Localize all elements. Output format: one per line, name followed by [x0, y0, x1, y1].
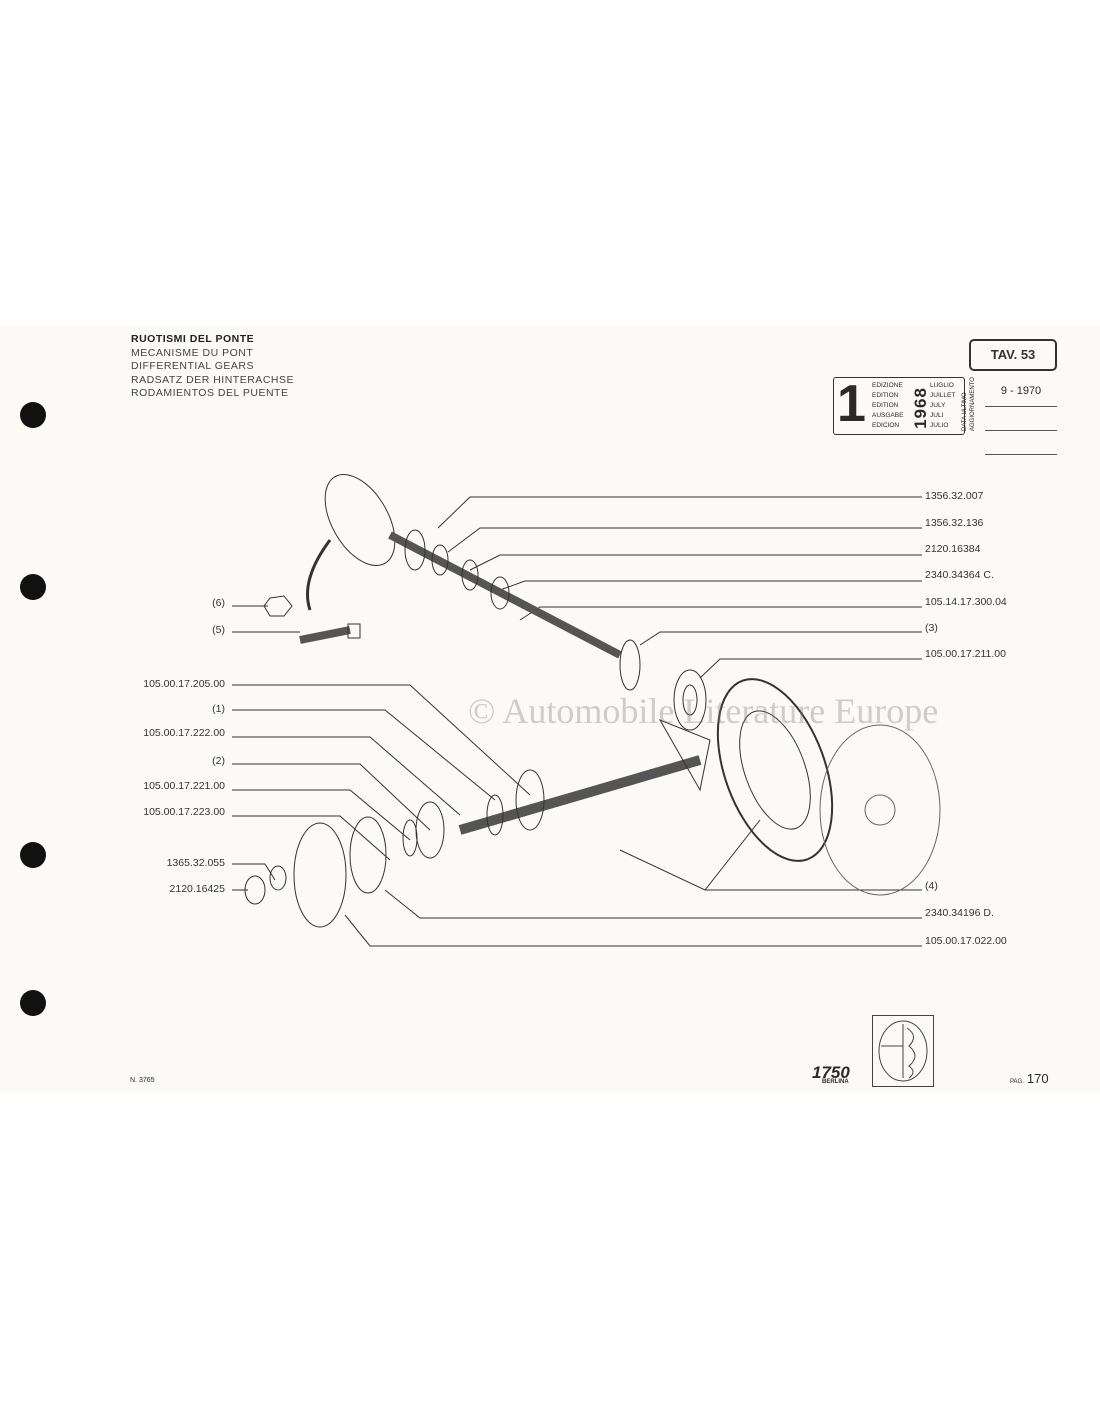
- part-label: (5): [212, 624, 225, 636]
- title-es: RODAMIENTOS DEL PUENTE: [131, 387, 289, 399]
- document-number: N. 3765: [130, 1077, 155, 1084]
- title-it: RUOTISMI DEL PONTE: [131, 333, 255, 345]
- title-en: DIFFERENTIAL GEARS: [131, 360, 254, 372]
- binder-hole: [20, 402, 46, 428]
- table-reference: TAV. 53: [969, 339, 1057, 371]
- part-label: 105.00.17.221.00: [143, 780, 225, 792]
- ring-gear: [716, 678, 834, 862]
- emblem-icon: [878, 1020, 928, 1082]
- part-label: (4): [925, 880, 938, 892]
- watermark: © Automobile Literature Europe: [468, 691, 939, 731]
- pinion-shaft: [244, 719, 711, 928]
- part-label: (3): [925, 622, 938, 634]
- model-name: 1750: [812, 1063, 850, 1082]
- edition-box: 1 EDIZIONE EDITION EDITION AUSGABE EDICI…: [833, 375, 965, 435]
- title-de: RADSATZ DER HINTERACHSE: [131, 373, 294, 386]
- update-line: [985, 407, 1057, 431]
- bearings: [619, 639, 707, 731]
- update-line: [985, 431, 1057, 455]
- part-label: (6): [212, 597, 225, 609]
- update-date: 9 - 1970: [985, 383, 1057, 407]
- page-value: 170: [1026, 1071, 1049, 1086]
- model-sub: BERLINA: [822, 1079, 849, 1085]
- page-prefix: PAG.: [1010, 1079, 1024, 1085]
- part-label: 105.00.17.211.00: [925, 648, 1006, 660]
- nut-bolt: [263, 595, 361, 644]
- edition-month: JULY: [930, 402, 946, 409]
- part-label: 105.00.17.222.00: [143, 727, 225, 739]
- part-label: 1365.32.055: [166, 857, 225, 869]
- binder-hole: [20, 990, 46, 1016]
- edition-month: JULI: [930, 412, 944, 419]
- edition-label: EDITION: [872, 402, 899, 409]
- part-label: 2120.16425: [169, 883, 225, 895]
- leader-lines: [232, 496, 922, 947]
- edition-month: LUGLIO: [930, 382, 954, 389]
- part-label: 105.14.17.300.04: [925, 596, 1007, 608]
- part-label: (1): [212, 703, 225, 715]
- part-label: 1356.32.136: [925, 517, 984, 529]
- edition-month: JUILLET: [930, 392, 956, 399]
- edition-number: 1: [837, 375, 866, 433]
- section-titles: RUOTISMI DEL PONTE MECANISME DU PONT DIF…: [131, 333, 294, 401]
- edition-labels: EDIZIONE EDITION EDITION AUSGABE EDICION: [872, 381, 903, 431]
- part-label: 105.00.17.205.00: [143, 678, 225, 690]
- edition-label: EDITION: [872, 392, 899, 399]
- part-label: 2340.34364 C.: [925, 569, 994, 581]
- binder-hole: [20, 842, 46, 868]
- edition-month: JULIO: [930, 422, 949, 429]
- differential-case: [819, 724, 941, 896]
- catalog-page: [0, 325, 1100, 1093]
- brand-emblem: [872, 1015, 934, 1087]
- part-label: 1356.32.007: [925, 490, 984, 502]
- part-label: 2340.34196 D.: [925, 907, 994, 919]
- edition-label: EDIZIONE: [872, 382, 903, 389]
- update-dates: 9 - 1970: [985, 383, 1057, 455]
- part-label: 2120.16384: [925, 543, 981, 555]
- page-number: PAG.170: [1010, 1071, 1052, 1086]
- part-label: 105.00.17.223.00: [143, 806, 225, 818]
- part-label: 105.00.17.022.00: [925, 935, 1007, 947]
- edition-months: LUGLIO JUILLET JULY JULI JULIO: [930, 381, 955, 431]
- part-label: (2): [212, 755, 225, 767]
- binder-hole: [20, 574, 46, 600]
- title-fr: MECANISME DU PONT: [131, 346, 254, 359]
- edition-label: EDICION: [872, 422, 900, 429]
- axle-shaft: [306, 473, 622, 659]
- edition-label: AUSGABE: [872, 412, 904, 419]
